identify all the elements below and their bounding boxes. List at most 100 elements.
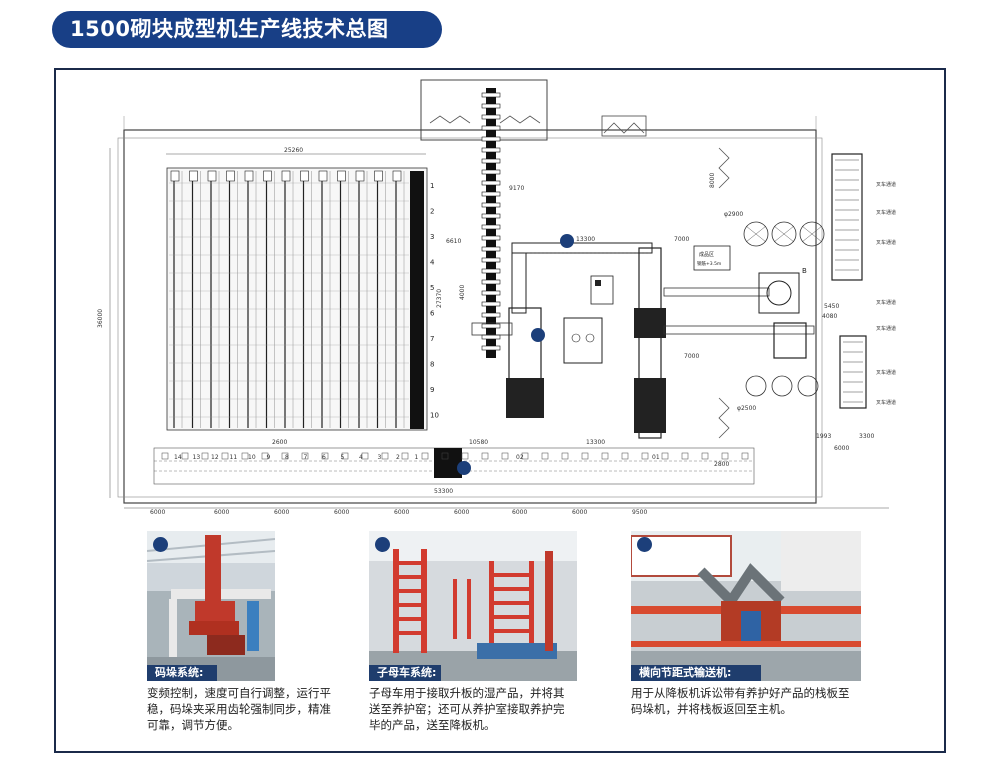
bottom-dim-label: 6000 xyxy=(512,509,527,516)
right-conveyor-top xyxy=(831,153,863,281)
side-label: 叉车通道 xyxy=(876,399,896,406)
info-sign: 成品区 钢筋+3.5m xyxy=(693,245,731,271)
marker-panel-1 xyxy=(153,537,168,552)
mixer-station xyxy=(758,272,807,359)
bottom-dim-label: 9500 xyxy=(632,509,647,516)
dim-v-4000: 4000 xyxy=(459,285,466,300)
track-label: 4 xyxy=(359,454,363,461)
bottom-dim-label: 6000 xyxy=(334,509,349,516)
rack-row-label: 2 xyxy=(430,208,434,216)
dim-4080: 4080 xyxy=(822,313,837,320)
svg-text:钢筋+3.5m: 钢筋+3.5m xyxy=(697,260,721,267)
dim-right-total: 6000 xyxy=(834,445,849,452)
dim-7000-top: 7000 xyxy=(674,236,689,243)
desc-conveyor: 用于从降板机诉讼带有养护好产品的栈板至 码垛机，并将栈板返回至主机。 xyxy=(631,686,850,716)
side-label: 叉车通道 xyxy=(876,299,896,306)
dim-v-8000: 8000 xyxy=(709,173,716,188)
dim-2600: 2600 xyxy=(272,439,287,446)
dim-13300-top: 13300 xyxy=(576,236,595,243)
bottom-dim-label: 6000 xyxy=(214,509,229,516)
photo-ferry-car xyxy=(369,531,577,681)
tanks-top xyxy=(743,221,825,247)
marker-stacker xyxy=(531,328,545,342)
dim-top-width: 25260 xyxy=(284,147,303,154)
track-label: 1 xyxy=(415,454,419,461)
track-label: 14 xyxy=(174,454,182,461)
tanks-bottom xyxy=(745,375,819,397)
building-outline xyxy=(123,129,817,504)
label-b: B xyxy=(802,267,807,275)
rack-row-label: 5 xyxy=(430,284,434,292)
dim-left-height: 36000 xyxy=(97,309,104,328)
rack-row-label: 6 xyxy=(430,310,435,318)
dim-bottom-total: 53300 xyxy=(434,488,453,495)
track-label: 9 xyxy=(267,454,271,461)
desc-ferry-car: 子母车用于接取升板的湿产品，并将其 送至养护窑；还可从养护室接取养护完 毕的产品… xyxy=(369,686,565,732)
right-conveyor-bottom xyxy=(839,335,867,409)
building-inner-outline xyxy=(117,137,823,498)
dim-7000-mid: 7000 xyxy=(684,353,699,360)
photo-conveyor xyxy=(631,531,861,681)
top-elevator-housing xyxy=(420,79,548,141)
track-label: 01 xyxy=(652,454,660,461)
side-label: 叉车通道 xyxy=(876,369,896,376)
desc-stacking: 变频控制，速度可自行调整，运行平 稳，码垛夹采用齿轮强制同步，精准 可靠，调节方… xyxy=(147,686,331,732)
rack-row-label: 1 xyxy=(430,182,434,190)
svg-text:成品区: 成品区 xyxy=(699,251,714,258)
track-label: 7 xyxy=(304,454,308,461)
rack-row-label: 3 xyxy=(430,233,434,241)
dim-v-27370: 27370 xyxy=(436,289,443,308)
side-label: 叉车通道 xyxy=(876,325,896,332)
dim-phi-2500: φ2500 xyxy=(737,405,756,412)
bottom-dim-label: 6000 xyxy=(274,509,289,516)
control-cabinet xyxy=(563,275,614,364)
side-label: 叉车通道 xyxy=(876,209,896,216)
dim-1993: 1993 xyxy=(816,433,831,440)
track-label: 8 xyxy=(285,454,289,461)
page-title: 1500砌块成型机生产线技术总图 xyxy=(52,11,442,48)
rack-row-label: 10 xyxy=(430,412,439,420)
marker-track xyxy=(457,461,471,475)
dim-3300: 3300 xyxy=(859,433,874,440)
curing-rack-area xyxy=(166,167,428,431)
bottom-dim-label: 6000 xyxy=(454,509,469,516)
bottom-dim-label: 6000 xyxy=(150,509,165,516)
track-label: 11 xyxy=(230,454,238,461)
marker-panel-3 xyxy=(637,537,652,552)
content-frame xyxy=(54,68,946,753)
bottom-dim-label: 6000 xyxy=(394,509,409,516)
bottom-track xyxy=(153,447,755,485)
central-machine xyxy=(634,247,815,439)
left-elevator xyxy=(471,88,544,418)
rack-row-label: 4 xyxy=(430,259,435,267)
marker-panel-2 xyxy=(375,537,390,552)
dim-v-9170: 9170 xyxy=(509,185,524,192)
track-label: 6 xyxy=(322,454,326,461)
side-label: 叉车通道 xyxy=(876,181,896,188)
bottom-dim-label: 6000 xyxy=(572,509,587,516)
dim-13300-bottom: 13300 xyxy=(586,439,605,446)
track-label: 5 xyxy=(341,454,345,461)
track-label: 12 xyxy=(211,454,219,461)
track-label: 02 xyxy=(516,454,524,461)
track-label: 10 xyxy=(248,454,256,461)
overhead-transfer xyxy=(511,242,653,314)
rack-row-label: 7 xyxy=(430,335,434,343)
dim-2800: 2800 xyxy=(714,461,729,468)
caption-ferry-car: 子母车系统: xyxy=(369,665,441,681)
rack-row-label: 8 xyxy=(430,361,434,369)
caption-conveyor: 横向节距式输送机: xyxy=(631,665,761,681)
photo-stacking xyxy=(147,531,275,681)
track-label: 13 xyxy=(193,454,201,461)
track-label: 3 xyxy=(378,454,382,461)
track-label: 2 xyxy=(396,454,400,461)
dim-phi-2900: φ2900 xyxy=(724,211,743,218)
dim-5450: 5450 xyxy=(824,303,839,310)
rack-row-label: 9 xyxy=(430,386,434,394)
dim-v-6610: 6610 xyxy=(446,238,461,245)
dim-10580: 10580 xyxy=(469,439,488,446)
side-label: 叉车通道 xyxy=(876,239,896,246)
marker-transfer xyxy=(560,234,574,248)
